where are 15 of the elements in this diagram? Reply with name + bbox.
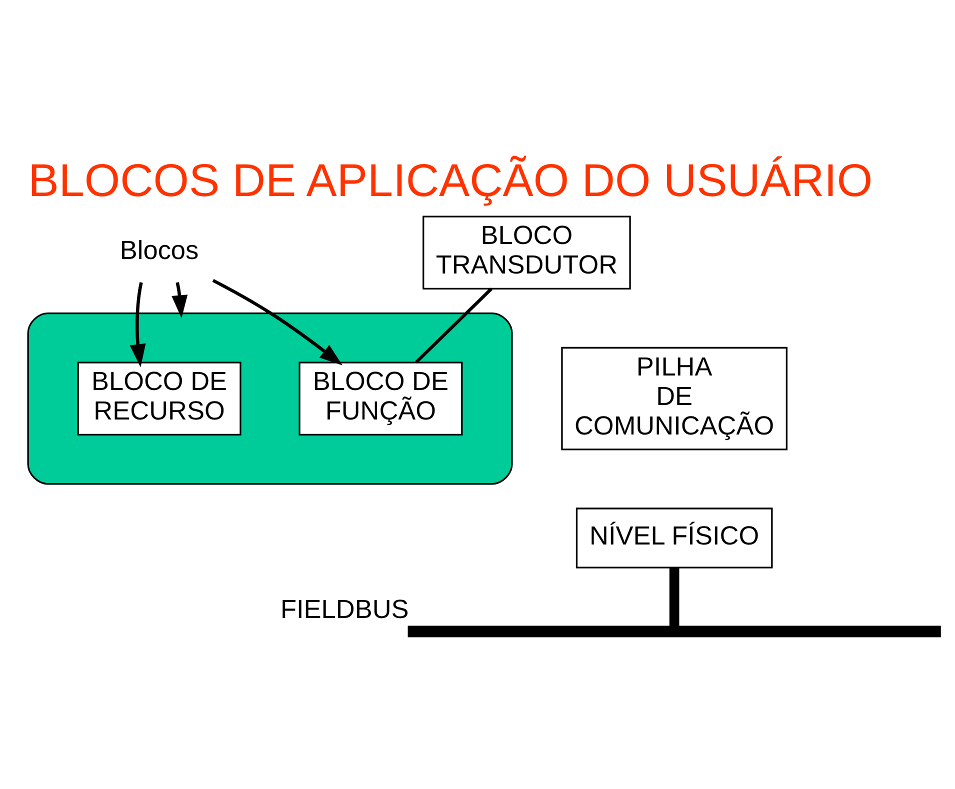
cluster: [27, 312, 513, 485]
connector: [669, 568, 680, 626]
node-bar: [408, 626, 941, 638]
arrow: [172, 282, 188, 318]
node-text: Blocos: [120, 234, 199, 265]
arrow: [130, 282, 146, 368]
connector: [415, 288, 493, 364]
diagram-title: BLOCOS DE APLICAÇÃO DO USUÁRIO: [28, 154, 873, 206]
node-box: BLOCO DE FUNÇÃO: [298, 362, 463, 436]
node-label: FIELDBUS: [280, 594, 409, 624]
node-box: BLOCO DE RECURSO: [77, 362, 242, 436]
node-box: BLOCO TRANSDUTOR: [422, 216, 631, 290]
arrow: [212, 279, 342, 366]
node-box: NÍVEL FÍSICO: [576, 508, 773, 568]
node-box: PILHA DE COMUNICAÇÃO: [561, 346, 788, 450]
